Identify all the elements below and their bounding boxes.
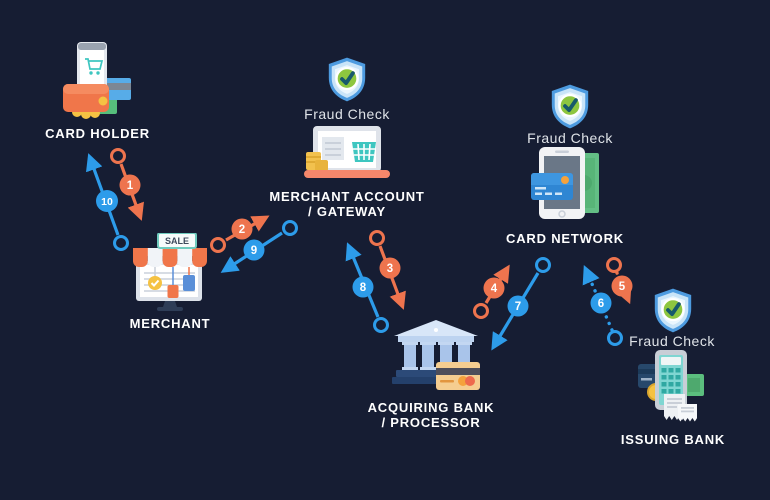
svg-text:9: 9 (251, 245, 257, 257)
flow-arrow-8: 8 (345, 242, 389, 333)
flow-arrow-7: 7 (491, 257, 551, 351)
fraud-check-label: Fraud Check (527, 130, 613, 146)
merchant-icon: SALE (133, 233, 207, 311)
acquiring-bank-label: ACQUIRING BANK / PROCESSOR (367, 400, 495, 430)
svg-text:2: 2 (239, 224, 245, 236)
receipt (678, 404, 698, 422)
merchant-account-icon (304, 126, 390, 178)
svg-text:10: 10 (101, 196, 113, 208)
flow-arrow-3: 3 (369, 230, 406, 310)
step-badge (611, 275, 633, 297)
card-network-icon (531, 147, 599, 219)
step-badge (379, 257, 401, 279)
step-badge (352, 276, 374, 298)
card-network-label: CARD NETWORK (506, 231, 624, 246)
flow-arrow-6: 6 (582, 264, 623, 346)
flow-arrow-5: 5 (606, 257, 633, 305)
step-badge (96, 190, 118, 212)
awning (133, 248, 207, 267)
step-badge (483, 277, 505, 299)
issuing-bank-label: ISSUING BANK (620, 432, 726, 447)
svg-text:5: 5 (619, 281, 626, 293)
fraud-check-shield-icon (551, 84, 589, 129)
step-badge (243, 239, 265, 261)
flow-arrow-10: 10 (86, 153, 129, 251)
fraud-check-label: Fraud Check (304, 106, 390, 122)
sale-sign-text: SALE (165, 236, 189, 246)
issuing-bank-icon (638, 350, 704, 422)
svg-text:1: 1 (127, 180, 134, 192)
fraud-check-shield-icon (654, 288, 692, 333)
card-holder-icon (63, 42, 131, 119)
svg-text:4: 4 (491, 283, 498, 295)
merchant-label: MERCHANT (129, 316, 211, 331)
flow-arrow-1: 1 (110, 148, 144, 221)
fraud-check-label: Fraud Check (629, 333, 715, 349)
flow-arrow-4: 4 (473, 264, 510, 319)
fraud-check-shield-icon (328, 57, 366, 102)
step-badge (119, 174, 141, 196)
merchant-account-label: MERCHANT ACCOUNT / GATEWAY (269, 189, 425, 219)
svg-text:3: 3 (387, 263, 393, 275)
step-badge (590, 292, 612, 314)
acquiring-bank-icon (392, 320, 480, 390)
svg-text:6: 6 (598, 298, 604, 310)
step-badge (231, 218, 253, 240)
card-holder-label: CARD HOLDER (45, 126, 150, 141)
flow-arrow-9: 9 (220, 220, 298, 273)
flow-arrow-2: 2 (210, 215, 270, 253)
step-badge (507, 295, 529, 317)
svg-text:8: 8 (360, 282, 367, 294)
svg-text:7: 7 (515, 301, 521, 313)
